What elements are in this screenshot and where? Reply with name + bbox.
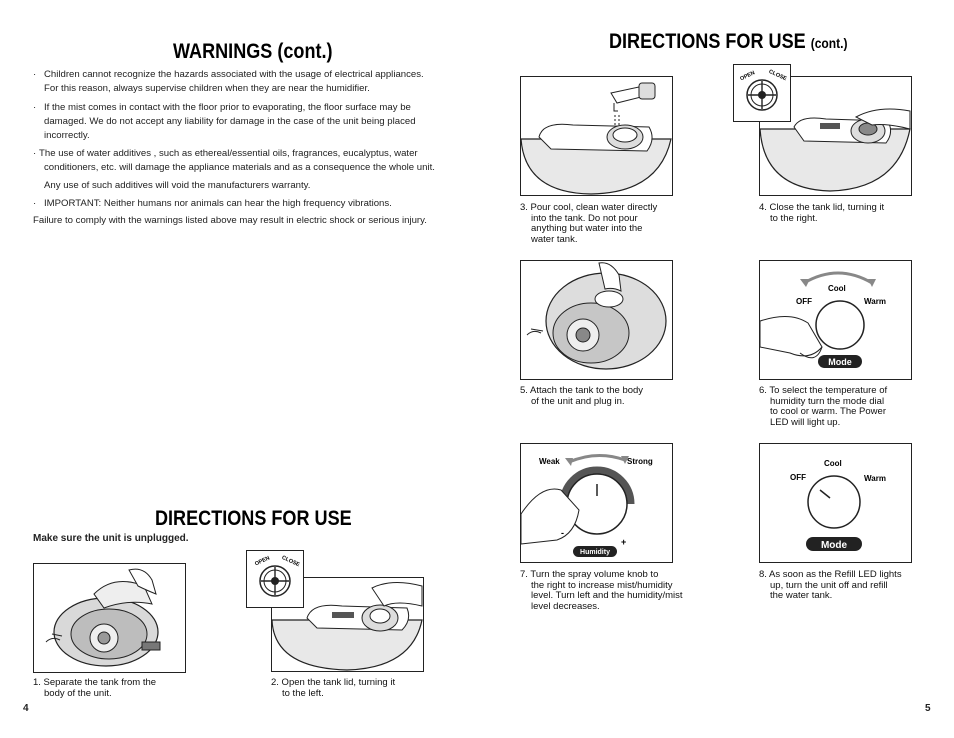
step-2-caption: 2. Open the tank lid, turning it to the … [271, 677, 396, 699]
step-5-caption: 5. Attach the tank to the body of the un… [520, 385, 644, 407]
step-7-illustration: Weak Strong Humidity - + [520, 443, 673, 563]
step-3-illustration [520, 76, 673, 196]
cool-label: Cool [828, 284, 846, 293]
step-8-illustration: Cool OFF Warm Mode [759, 443, 912, 563]
warning-item: · Children cannot recognize the hazards … [33, 69, 424, 94]
warm-label: Warm [864, 297, 886, 306]
mode-label: Mode [821, 540, 848, 551]
off-label: OFF [790, 473, 806, 482]
warning-item: · The use of water additives , such as e… [33, 148, 435, 191]
page-number-left: 4 [23, 703, 29, 714]
step-3-caption: 3. Pour cool, clean water directly into … [520, 202, 658, 245]
open-close-dial-inset: OPEN CLOSE [246, 550, 304, 608]
warnings-list: · Children cannot recognize the hazards … [33, 68, 453, 228]
open-label: OPEN [739, 70, 756, 82]
close-dial-inset: OPEN CLOSE [733, 64, 791, 122]
step-2-illustration [271, 577, 424, 672]
step-1-caption: 1. Separate the tank from the body of th… [33, 677, 157, 699]
directions-cont-heading: DIRECTIONS FOR USE (cont.) [609, 30, 848, 53]
step-5-illustration [520, 260, 673, 380]
minus-label: - [561, 528, 564, 538]
warning-item: · IMPORTANT: Neither humans nor animals … [33, 198, 392, 209]
warning-item: · If the mist comes in contact with the … [33, 102, 416, 141]
page-number-right: 5 [925, 703, 931, 714]
step-1-illustration [33, 563, 186, 673]
step-8-caption: 8. As soon as the Refill LED lights up, … [759, 569, 902, 601]
unplug-note: Make sure the unit is unplugged. [33, 533, 189, 544]
failure-note: Failure to comply with the warnings list… [33, 215, 427, 226]
open-label: OPEN [254, 555, 271, 567]
step-7-caption: 7. Turn the spray volume knob to the rig… [520, 569, 683, 612]
mode-label: Mode [828, 357, 852, 367]
off-label: OFF [796, 297, 812, 306]
step-4-caption: 4. Close the tank lid, turning it to the… [759, 202, 885, 224]
warm-label: Warm [864, 474, 886, 483]
close-label: CLOSE [768, 69, 788, 83]
strong-label: Strong [627, 457, 653, 466]
cool-label: Cool [824, 459, 842, 468]
step-6-illustration: Cool OFF Warm Mode [759, 260, 912, 380]
weak-label: Weak [539, 457, 560, 466]
humidity-label: Humidity [580, 549, 610, 556]
warnings-heading: WARNINGS (cont.) [173, 40, 333, 63]
step-6-caption: 6. To select the temperature of humidity… [759, 385, 888, 428]
directions-heading: DIRECTIONS FOR USE [155, 507, 352, 530]
plus-label: + [621, 537, 626, 547]
close-label: CLOSE [281, 555, 301, 569]
